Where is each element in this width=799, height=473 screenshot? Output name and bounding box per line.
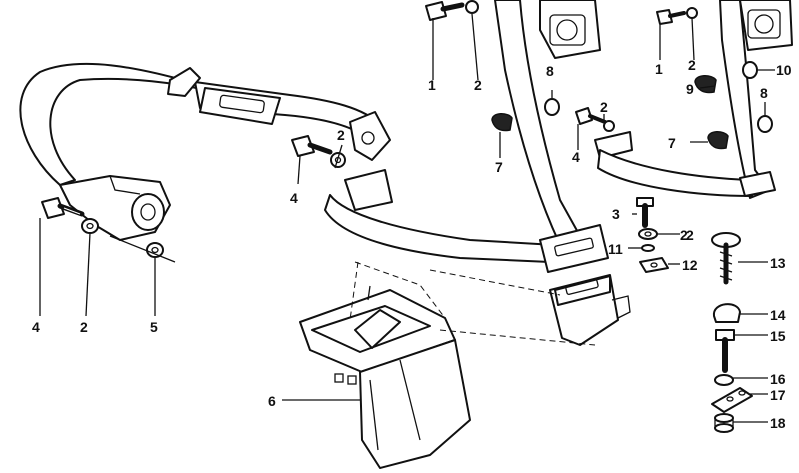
bolt-middle — [291, 135, 333, 157]
callout-2-left: 2 — [80, 319, 88, 335]
washer-left — [81, 218, 99, 234]
callout-4-center: 4 — [572, 149, 580, 165]
buckle-holder — [299, 289, 471, 469]
cap-center — [544, 98, 560, 116]
bolt-left — [41, 197, 85, 219]
callout-8-right: 8 — [760, 85, 768, 101]
front-belt-tongue — [199, 87, 281, 125]
callout-7-center: 7 — [495, 159, 503, 175]
callout-9: 9 — [686, 81, 694, 97]
bolt-fifteen — [715, 329, 735, 373]
callout-14: 14 — [770, 307, 786, 323]
front-belt-assembly — [19, 62, 556, 263]
screw-thirteen — [711, 232, 741, 285]
callout-13: 13 — [770, 255, 786, 271]
bolt-three — [636, 197, 654, 228]
callout-7-right: 7 — [668, 135, 676, 151]
callout-3: 3 — [612, 206, 620, 222]
callout-2-small-washer: 2 — [680, 227, 688, 243]
cap-nine — [694, 75, 717, 94]
callout-2-right-stack: 2 — [686, 227, 694, 243]
callout-11: 11 — [608, 241, 623, 257]
washer-sixteen — [714, 374, 734, 386]
cap-ten — [742, 61, 758, 79]
callout-17: 17 — [770, 387, 786, 403]
callout-10: 10 — [776, 62, 792, 78]
nut-left — [146, 242, 164, 258]
rear-belt-center — [494, 0, 631, 346]
callout-8-center: 8 — [546, 63, 554, 79]
callout-16: 16 — [770, 371, 786, 387]
front-belt-guide — [167, 67, 201, 97]
cap-seven-center — [491, 113, 513, 132]
front-upper-anchor — [349, 111, 391, 161]
cap-fourteen — [712, 303, 741, 323]
callout-2-top-right: 2 — [688, 57, 696, 73]
rear-belt-tongue — [539, 224, 609, 273]
callout-6: 6 — [268, 393, 276, 409]
callout-5: 5 — [150, 319, 158, 335]
cap-eight-right — [757, 115, 773, 133]
bolt-top-center — [425, 1, 465, 21]
cap-seven-right — [707, 131, 729, 150]
washer-eleven — [641, 244, 655, 252]
bracket-seventeen — [711, 387, 753, 413]
callout-4-middle: 4 — [290, 190, 298, 206]
front-anchor-plate — [344, 169, 393, 211]
washer-top-center — [465, 0, 479, 14]
plate-twelve — [639, 257, 669, 273]
callout-2-top-center: 2 — [474, 77, 482, 93]
callout-2-center-bracket: 2 — [600, 99, 608, 115]
rear-belt-right — [597, 0, 793, 199]
callout-1-top-right: 1 — [655, 61, 663, 77]
bolt-top-right — [656, 7, 698, 25]
bushing-eighteen — [714, 413, 734, 433]
callout-12: 12 — [682, 257, 698, 273]
callout-2-middle: 2 — [337, 127, 345, 143]
callout-15: 15 — [770, 328, 786, 344]
callout-18: 18 — [770, 415, 786, 431]
callout-1-top-center: 1 — [428, 77, 436, 93]
washer-two-small — [638, 228, 658, 240]
callout-4-left: 4 — [32, 319, 40, 335]
